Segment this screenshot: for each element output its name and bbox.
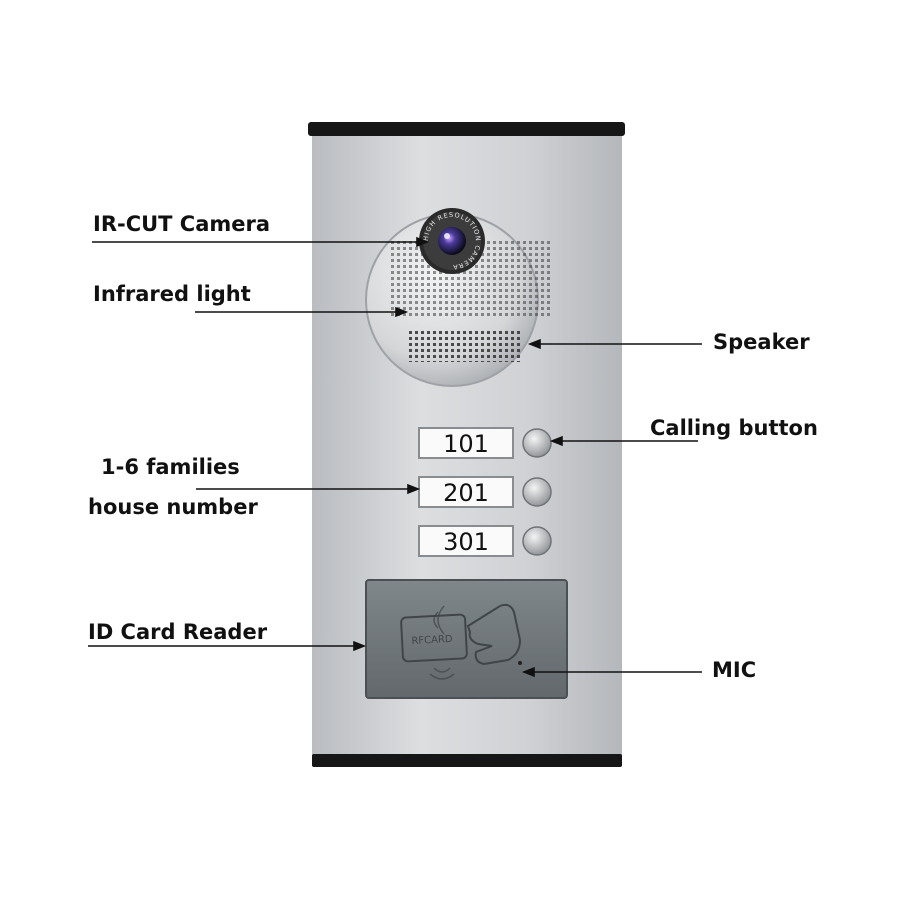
- house-number-3: 301: [443, 528, 489, 556]
- label-mic: MIC: [712, 658, 757, 682]
- wave-icon-bottom: [429, 667, 455, 680]
- panel-top-bar: [308, 122, 625, 136]
- leader-lines: [88, 236, 702, 678]
- house-number-plate-3: 301: [418, 525, 514, 557]
- house-number-plate-2: 201: [418, 476, 514, 508]
- label-house-number-line2: house number: [88, 495, 258, 519]
- label-house-number-line1: 1-6 families: [101, 455, 240, 479]
- label-ir-cut-camera: IR-CUT Camera: [93, 212, 271, 236]
- label-calling-button: Calling button: [650, 416, 818, 440]
- speaker-grille: [408, 328, 520, 362]
- house-number-plate-1: 101: [418, 427, 514, 459]
- panel-bottom-bar: [312, 754, 622, 767]
- label-id-card-reader: ID Card Reader: [88, 620, 268, 644]
- wave-icon-left: [433, 605, 445, 635]
- house-number-1: 101: [443, 430, 489, 458]
- call-button-1[interactable]: [522, 428, 552, 458]
- hand-icon: [466, 603, 522, 666]
- card-reader: RFCARD: [365, 579, 568, 699]
- house-number-2: 201: [443, 479, 489, 507]
- camera-lens: [438, 227, 466, 255]
- call-button-3[interactable]: [522, 526, 552, 556]
- label-infrared-light: Infrared light: [93, 282, 251, 306]
- label-speaker: Speaker: [713, 330, 810, 354]
- camera-module: HIGH RESOLUTION CAMERA: [365, 208, 550, 387]
- mic-hole: [518, 661, 522, 665]
- rfcard-logo: RFCARD: [411, 634, 453, 647]
- call-button-2[interactable]: [522, 477, 552, 507]
